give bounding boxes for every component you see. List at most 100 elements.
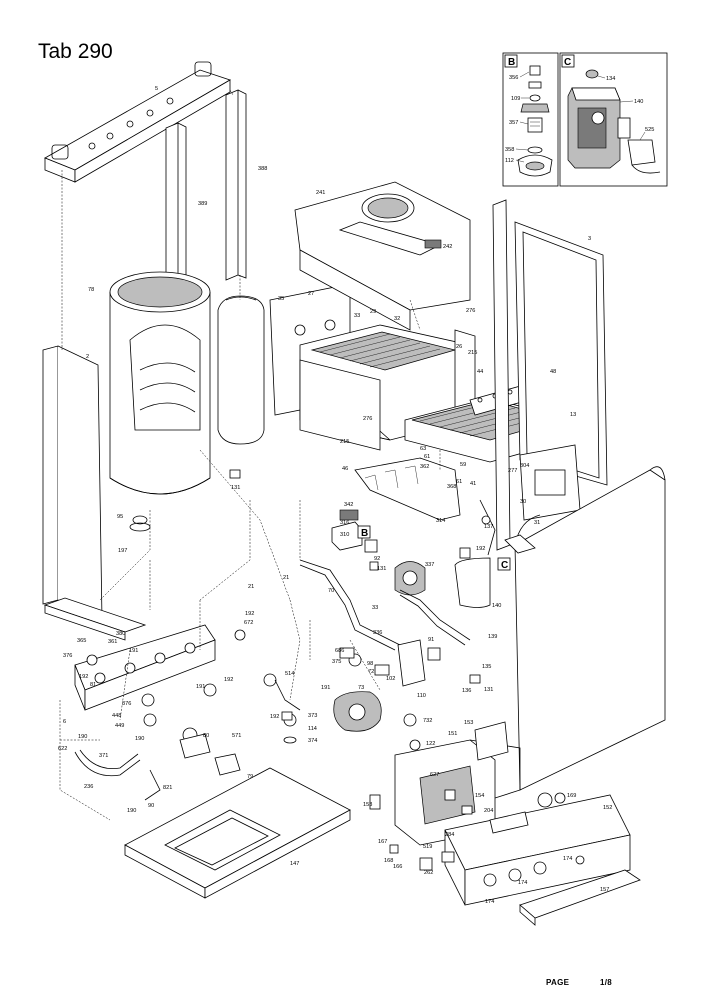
part-callout: 368 [447, 484, 456, 490]
part-callout: 114 [308, 726, 317, 732]
part-callout: 242 [443, 244, 452, 250]
part-callout: 131 [484, 687, 493, 693]
inset-b-tag: B [508, 57, 515, 68]
part-callout: 373 [308, 713, 317, 719]
part-callout: 33 [372, 605, 378, 611]
mounting-rail [44, 61, 231, 183]
part-callout: 153 [363, 802, 372, 808]
part-callout: 73 [358, 685, 364, 691]
part-callout: 29 [370, 309, 376, 315]
part-callout: 95 [117, 514, 123, 520]
part-callout: 276 [363, 416, 372, 422]
part-callout: 92 [374, 556, 380, 562]
part-callout: 41 [470, 481, 476, 487]
part-callout: 32 [394, 316, 400, 322]
part-callout: 192 [224, 677, 233, 683]
inset-c-label: 525 [645, 127, 654, 133]
part-callout: 30 [520, 499, 526, 505]
part-callout: 78 [88, 287, 94, 293]
part-callout: 72 [368, 669, 374, 675]
part-callout: 191 [196, 684, 205, 690]
part-callout: 449 [115, 723, 124, 729]
part-callout: 732 [423, 718, 432, 724]
part-callout: 277 [508, 468, 517, 474]
part-callout: 122 [426, 741, 435, 747]
part-callout: 215 [340, 439, 349, 445]
part-callout: 336 [373, 630, 382, 636]
part-callout: 192 [270, 714, 279, 720]
part-callout: 152 [603, 805, 612, 811]
part-callout: 388 [258, 166, 267, 172]
part-callout: 70 [328, 588, 334, 594]
part-callout: 131 [231, 485, 240, 491]
part-callout: 63 [420, 446, 426, 452]
part-callout: 190 [78, 734, 87, 740]
part-callout: 167 [378, 839, 387, 845]
part-callout: 622 [58, 746, 67, 752]
page-title: Tab 290 [38, 40, 113, 63]
part-callout: 79 [247, 774, 253, 780]
part-callout: 672 [244, 620, 253, 626]
part-callout: 380 [116, 631, 125, 637]
part-callout: 21 [248, 584, 254, 590]
base-tray [124, 767, 351, 899]
inset-b-label: 358 [505, 147, 514, 153]
part-callout: 304 [520, 463, 529, 469]
part-callout: 376 [122, 701, 131, 707]
part-callout: 316 [340, 520, 349, 526]
part-callout: 262 [424, 870, 433, 876]
part-callout: 135 [482, 664, 491, 670]
part-callout: 314 [436, 518, 445, 524]
part-callout: 59 [460, 462, 466, 468]
part-callout: 191 [129, 648, 138, 654]
part-callout: 519 [423, 844, 432, 850]
inset-c-label: 134 [606, 76, 615, 82]
part-callout: 375 [332, 659, 341, 665]
inset-c-label: 140 [634, 99, 643, 105]
part-callout: 276 [466, 308, 475, 314]
inset-b-label: 357 [509, 120, 518, 126]
part-callout: 166 [393, 864, 402, 870]
flue-hood [294, 181, 471, 331]
part-callout: 137 [484, 524, 493, 530]
part-callout: 192 [245, 611, 254, 617]
footer-page-label: PAGE [546, 978, 570, 987]
part-callout: 90 [148, 803, 154, 809]
part-callout: 2 [86, 354, 89, 360]
footer-page-number: 1/8 [600, 978, 613, 987]
part-callout: 337 [425, 562, 434, 568]
part-callout: 139 [488, 634, 497, 640]
inline-tag-c-label: C [501, 560, 508, 571]
part-callout: 6 [63, 719, 66, 725]
part-callout: 361 [108, 639, 117, 645]
inset-b-label: 112 [505, 158, 514, 164]
part-callout: 168 [384, 858, 393, 864]
part-callout: 26 [456, 344, 462, 350]
part-callout: 21 [283, 575, 289, 581]
part-callout: 197 [118, 548, 127, 554]
part-callout: 389 [198, 201, 207, 207]
part-callout: 3 [588, 236, 591, 242]
part-callout: 44 [477, 369, 483, 375]
part-callout: 151 [448, 731, 457, 737]
part-callout: 131 [377, 566, 386, 572]
inset-c: C 134 140 525 [559, 52, 668, 187]
part-callout: 192 [476, 546, 485, 552]
part-callout: 174 [518, 880, 527, 886]
part-callout: 46 [342, 466, 348, 472]
part-callout: 140 [492, 603, 501, 609]
part-callout: 102 [386, 676, 395, 682]
part-callout: 81 [90, 682, 96, 688]
inline-tag-c: C [497, 557, 511, 571]
part-callout: 5 [155, 86, 158, 92]
part-callout: 35 [278, 296, 284, 302]
part-callout: 61 [424, 454, 430, 460]
part-callout: 174 [485, 899, 494, 905]
inset-c-tag: C [564, 57, 571, 68]
inline-tag-b: B [357, 525, 371, 539]
part-callout: 365 [77, 638, 86, 644]
control-panel [444, 792, 631, 906]
part-callout: 33 [354, 313, 360, 319]
part-callout: 204 [484, 808, 493, 814]
part-callout: 362 [420, 464, 429, 470]
